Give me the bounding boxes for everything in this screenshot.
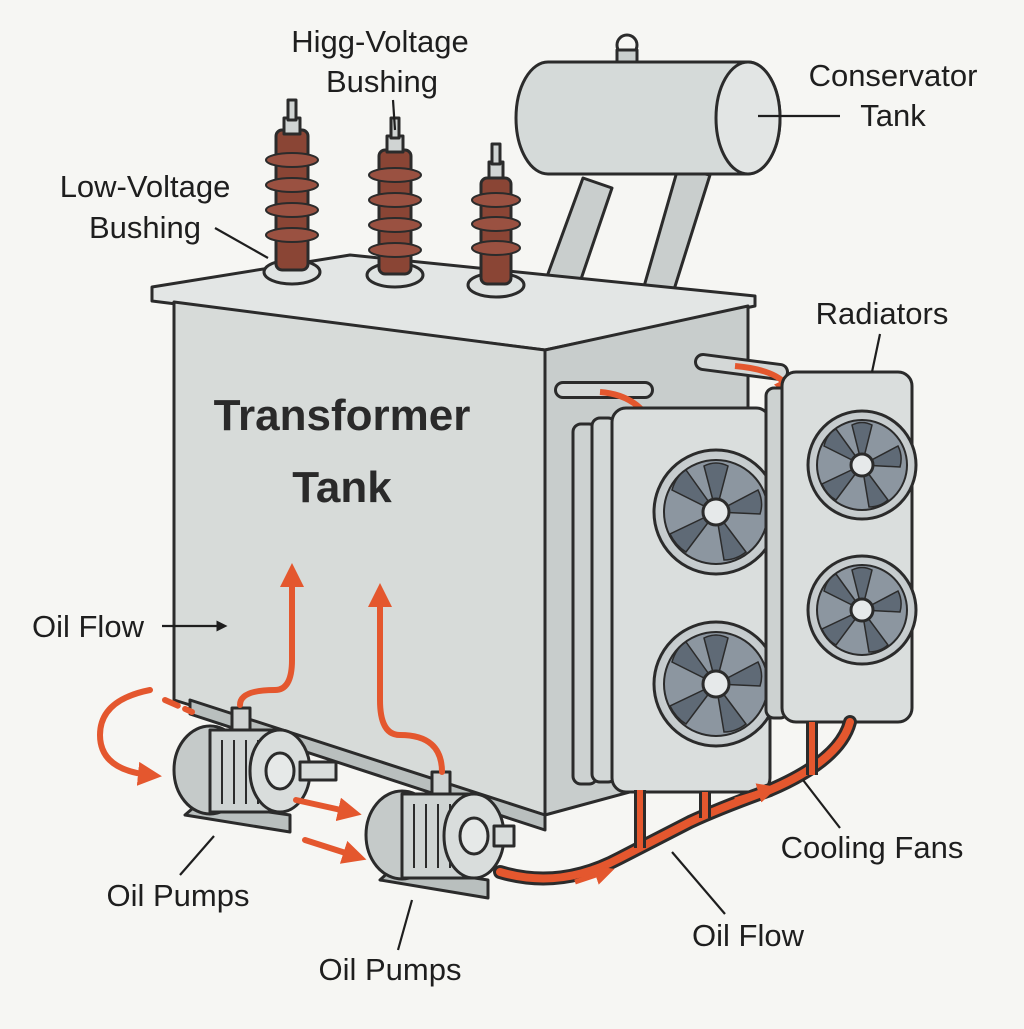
lv-bushing-label-line1: Low-Voltage xyxy=(60,169,231,204)
cooling-fan-1b xyxy=(652,620,780,748)
oil-pumps-left-label: Oil Pumps xyxy=(107,878,250,913)
cooling-fans-callout: Cooling Fans xyxy=(781,779,964,865)
conservator-label-line2: Tank xyxy=(860,98,926,133)
third-bushing xyxy=(466,142,526,299)
cooling-fans-label: Cooling Fans xyxy=(781,830,964,865)
radiator-1 xyxy=(571,406,780,794)
oil-flow-arrow-return-1 xyxy=(574,865,615,885)
oil-flow-left-callout: Oil Flow xyxy=(32,609,228,644)
oil-flow-arrow-up-left xyxy=(237,563,304,708)
oil-pumps-left-callout: Oil Pumps xyxy=(107,835,250,913)
oil-pump-right xyxy=(364,770,516,900)
radiators-callout: Radiators xyxy=(816,296,949,373)
low-voltage-bushing xyxy=(262,98,322,286)
oil-flow-arrow-pump-2 xyxy=(302,837,367,864)
oil-flow-arrows xyxy=(96,563,445,864)
header-pipes xyxy=(554,353,796,442)
oil-flow-arrow-dash xyxy=(162,697,195,715)
radiator-2 xyxy=(764,370,918,724)
oil-flow-bottom-callout: Oil Flow xyxy=(671,851,805,953)
conservator-support-right xyxy=(641,166,712,298)
oil-flow-arrow-loop xyxy=(96,687,162,786)
hv-bushing-label-line2: Bushing xyxy=(326,64,438,99)
high-voltage-bushing xyxy=(365,116,425,289)
oil-flow-left-label: Oil Flow xyxy=(32,609,145,644)
oil-pumps-bottom-callout: Oil Pumps xyxy=(319,899,462,987)
lv-bushing-label-line2: Bushing xyxy=(89,210,201,245)
oil-pumps-bottom-label: Oil Pumps xyxy=(319,952,462,987)
conservator-end-cap xyxy=(714,60,782,176)
hv-bushing-label-line1: Higg-Voltage xyxy=(291,24,469,59)
cooling-fan-2b xyxy=(806,554,918,666)
oil-flow-bottom-label: Oil Flow xyxy=(692,918,805,953)
oil-flow-arrow-up-right xyxy=(368,583,445,775)
oil-flow-arrow-pump-1 xyxy=(293,797,362,822)
tank-label-line2: Tank xyxy=(292,463,392,512)
conservator-label-line1: Conservator xyxy=(809,58,978,93)
cooling-fan-1a xyxy=(652,448,780,576)
oil-flow-arrow-return-2 xyxy=(734,783,778,803)
return-piping xyxy=(493,715,857,886)
oil-pump-left xyxy=(172,706,338,834)
tank-label-line1: Transformer xyxy=(214,391,471,440)
conservator-tank xyxy=(514,33,782,298)
hv-bushing-callout: Higg-Voltage Bushing xyxy=(291,24,469,131)
conservator-support-left xyxy=(543,176,614,290)
conservator-callout: Conservator Tank xyxy=(758,58,977,133)
radiators-label: Radiators xyxy=(816,296,949,331)
lv-bushing-callout: Low-Voltage Bushing xyxy=(60,169,269,259)
cooling-fan-2a xyxy=(806,409,918,521)
